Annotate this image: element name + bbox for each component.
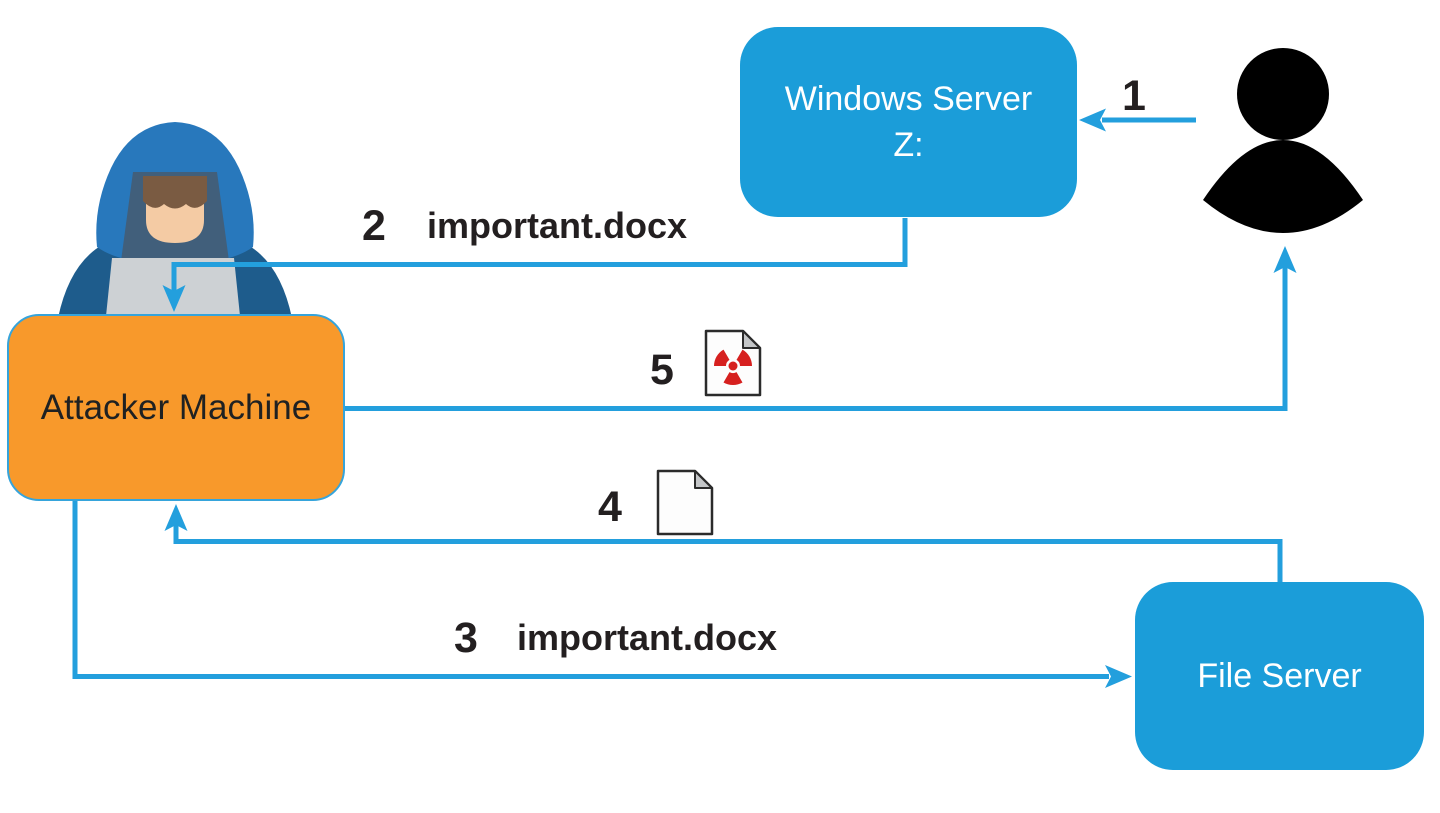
user-person-icon [1203,48,1363,233]
radiation-trefoil [714,349,752,386]
step-4-number: 4 [598,483,622,531]
attacker-machine-label: Attacker Machine [40,387,312,427]
arrow-step-5 [344,246,1297,411]
attacker-machine-node: Attacker Machine [7,314,345,501]
file-server-node: File Server [1135,582,1424,770]
blank-document-icon [656,469,714,536]
arrow-step-1 [1079,108,1196,132]
arrow-step-4 [164,504,1283,583]
step-1-number: 1 [1122,72,1146,120]
arrow-step-3 [72,499,1132,688]
arrow-step-2 [162,218,908,312]
radioactive-document-icon [704,329,762,397]
hacker-icon [58,122,292,318]
step-5-number: 5 [650,346,674,394]
windows-server-label: Windows Server Z: [784,80,1033,164]
step-3-number: 3 [454,614,478,662]
step-3-file-label: important.docx [517,617,778,658]
windows-server-node: Windows Server Z: [740,27,1077,217]
step-2-file-label: important.docx [427,205,688,246]
step-2-number: 2 [362,202,386,250]
file-server-label: File Server [1197,657,1362,695]
